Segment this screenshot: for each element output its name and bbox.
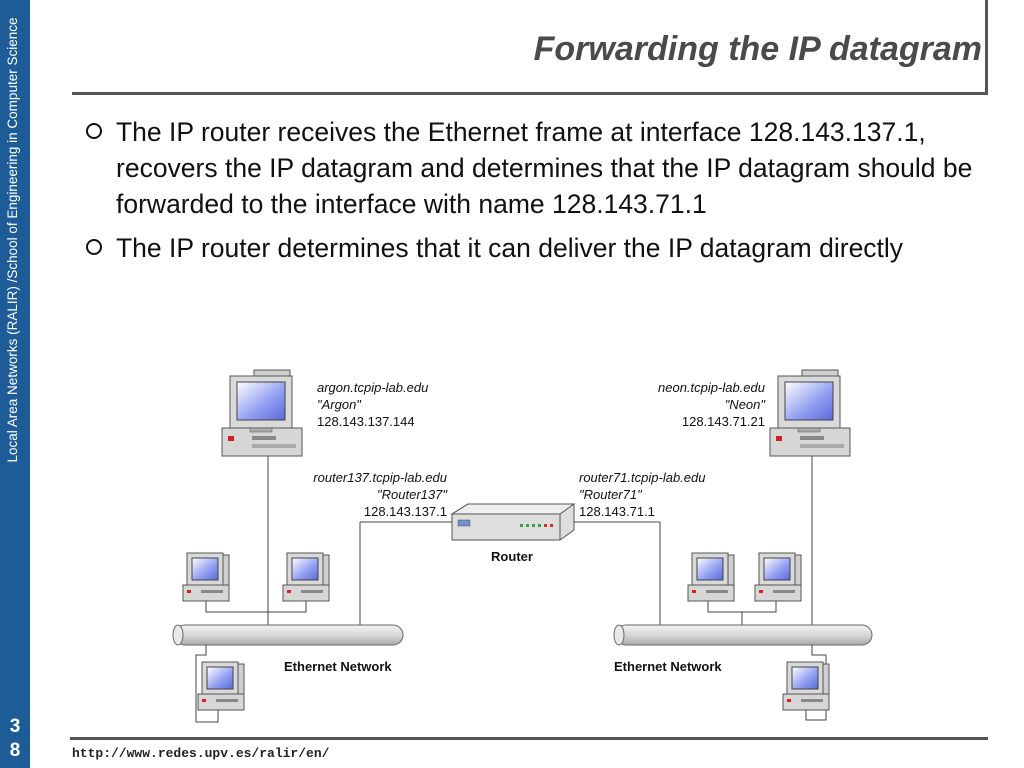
hollow-circle-bullet-icon: [86, 239, 102, 255]
workstation-icon: [754, 552, 802, 602]
workstation-icon: [782, 661, 830, 711]
argon-ip: 128.143.137.144: [317, 414, 415, 429]
router137-ip: 128.143.137.1: [364, 504, 447, 519]
router137-hostname: router137.tcpip-lab.edu: [313, 470, 447, 485]
argon-name: "Argon": [317, 397, 362, 412]
slide-number-top: 3: [9, 716, 21, 737]
bullet-item: The IP router receives the Ethernet fram…: [86, 114, 986, 222]
bullet-item: The IP router determines that it can del…: [86, 230, 986, 266]
argon-computer-icon: [221, 369, 303, 457]
bullet-list: The IP router receives the Ethernet fram…: [86, 114, 986, 274]
neon-computer-icon: [769, 369, 851, 457]
workstation-icon: [687, 552, 735, 602]
ethernet-network-left-label: Ethernet Network: [284, 659, 392, 674]
slide-number-bottom: 8: [9, 740, 21, 761]
argon-hostname: argon.tcpip-lab.edu: [317, 380, 428, 395]
hollow-circle-bullet-icon: [86, 123, 102, 139]
ethernet-cable-right: [613, 624, 873, 646]
footer-rule: [70, 737, 988, 740]
workstation-icon: [282, 552, 330, 602]
router71-hostname: router71.tcpip-lab.edu: [579, 470, 705, 485]
ethernet-network-right-label: Ethernet Network: [614, 659, 722, 674]
router137-name: "Router137": [377, 487, 448, 502]
bullet-text: The IP router receives the Ethernet fram…: [116, 117, 973, 219]
router-device: [450, 503, 576, 541]
sidebar: Local Area Networks (RALIR) /School of E…: [0, 0, 30, 768]
ethernet-cable-left: [172, 624, 404, 646]
neon-hostname: neon.tcpip-lab.edu: [658, 380, 765, 395]
footer-url: http://www.redes.upv.es/ralir/en/: [72, 746, 330, 761]
router71-name: "Router71": [579, 487, 643, 502]
neon-ip: 128.143.71.21: [682, 414, 765, 429]
title-rule-horizontal: [72, 92, 988, 95]
workstation-icon: [197, 661, 245, 711]
neon-name: "Neon": [725, 397, 767, 412]
slide-title: Forwarding the IP datagram: [533, 30, 982, 68]
workstation-icon: [182, 552, 230, 602]
title-rule-vertical: [985, 0, 988, 94]
router-label: Router: [491, 549, 533, 564]
router71-ip: 128.143.71.1: [579, 504, 655, 519]
bullet-text: The IP router determines that it can del…: [116, 233, 904, 263]
